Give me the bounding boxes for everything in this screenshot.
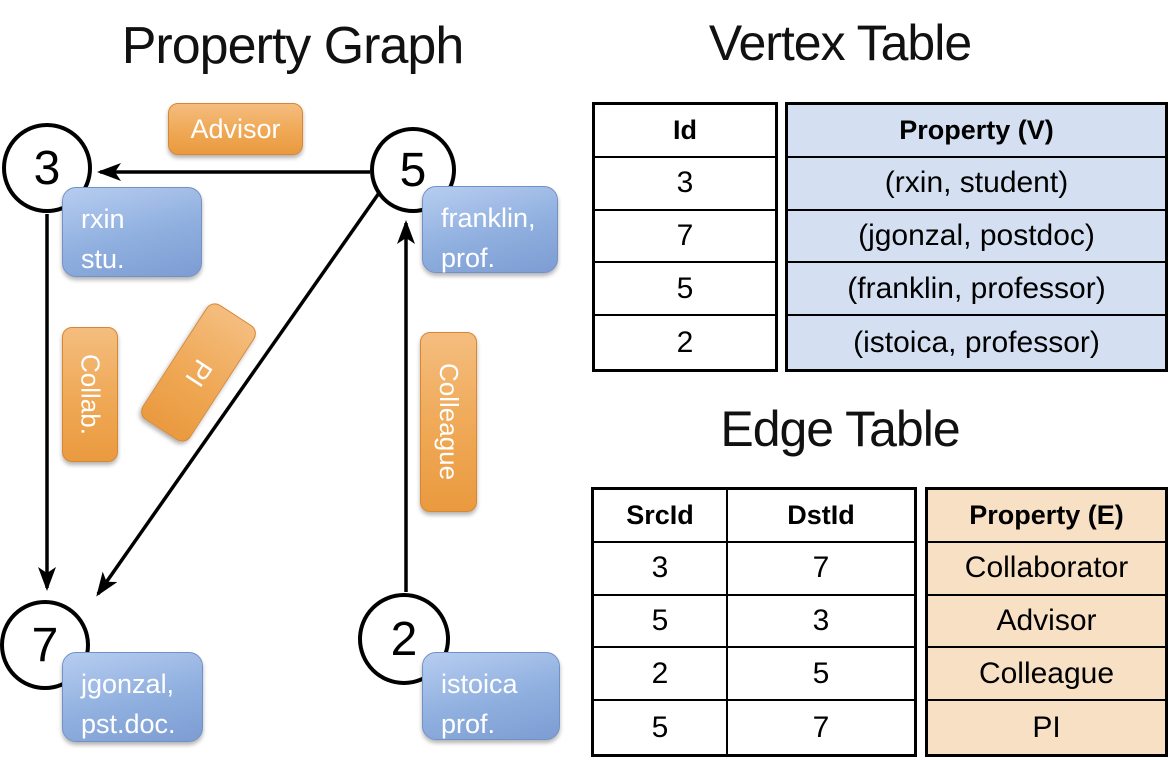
edge-table-cell-dstid: 7 [812,710,830,744]
edge-table-id-columns: SrcId DstId 3 7 5 3 2 5 5 7 [591,487,917,757]
edge-table-cell-property: Advisor [928,596,1165,649]
edge-table-cell-property: Colleague [928,648,1165,702]
vertex-table-cell-property: (franklin, professor) [788,263,1165,317]
node-id-label: 3 [33,141,61,195]
edge-table-cell-srcid: 5 [594,701,728,754]
edge-label-advisor: Advisor [168,103,303,155]
edge-table-property-column: Property (E) Collaborator Advisor Collea… [925,487,1168,757]
edge-table-header-dstid: DstId [728,490,914,543]
edge-pi-5-to-7 [96,191,381,597]
edge-table-cell-property: Collaborator [928,543,1165,596]
vertex-table-id-column: Id 3 7 5 2 [592,102,778,372]
vertex-table-cell-property: (rxin, student) [788,158,1165,211]
edge-table-cell-dstid: 7 [728,543,914,596]
node-id-label: 5 [399,143,427,197]
property-graph-title: Property Graph [121,17,465,75]
vertex-table-header-property: Property (V) [788,105,1165,158]
vertex-table-header-id: Id [595,105,775,158]
graph-edges-svg [38,163,415,597]
vertex-prop-box-2: istoica prof. [422,652,560,740]
vertex-table-cell-property: (istoica, professor) [853,325,1100,359]
edge-table-cell-property: PI [1032,710,1061,744]
vertex-prop-box-7: jgonzal, pst.doc. [62,652,203,742]
vertex-table-property-column: Property (V) (rxin, student) (jgonzal, p… [785,102,1168,372]
edge-table-header-property: Property (E) [928,490,1165,543]
node-circle-5: 5 [370,127,456,213]
vertex-prop-line: rxin [81,204,125,234]
vertex-prop-line: prof. [441,708,496,739]
vertex-prop-line: jgonzal, [81,669,175,699]
edge-table-cell-srcid: 3 [594,542,728,596]
vertex-table-cell-id: 7 [595,211,775,264]
vertex-table-cell-property: (jgonzal, postdoc) [788,211,1165,264]
vertex-table-cell-id: 2 [676,325,694,359]
node-id-label: 2 [390,612,418,666]
vertex-table-cell-id: 3 [595,158,775,211]
node-id-label: 7 [31,618,59,672]
vertex-prop-line: prof. [441,242,496,273]
edge-table-cell-dstid: 3 [728,596,914,649]
node-circle-2: 2 [358,593,450,685]
vertex-prop-line: pst.doc. [81,708,176,739]
vertex-prop-line: istoica [441,669,518,699]
vertex-table-title: Vertex Table [708,15,972,71]
edge-table-header-srcid: SrcId [594,490,728,543]
edge-label-collab: Collab. [62,327,118,462]
vertex-prop-line: stu. [81,243,125,274]
edge-label-colleague: Colleague [420,332,477,512]
vertex-table-cell-id: 5 [595,263,775,317]
vertex-prop-box-3: rxin stu. [62,187,202,277]
vertex-prop-box-5: franklin, prof. [422,186,558,273]
edge-table-cell-srcid: 5 [594,595,728,649]
edge-table-cell-srcid: 2 [594,648,728,702]
edge-table-title: Edge Table [720,401,960,457]
vertex-prop-line: franklin, [441,203,536,233]
edge-table-cell-dstid: 5 [728,648,914,702]
